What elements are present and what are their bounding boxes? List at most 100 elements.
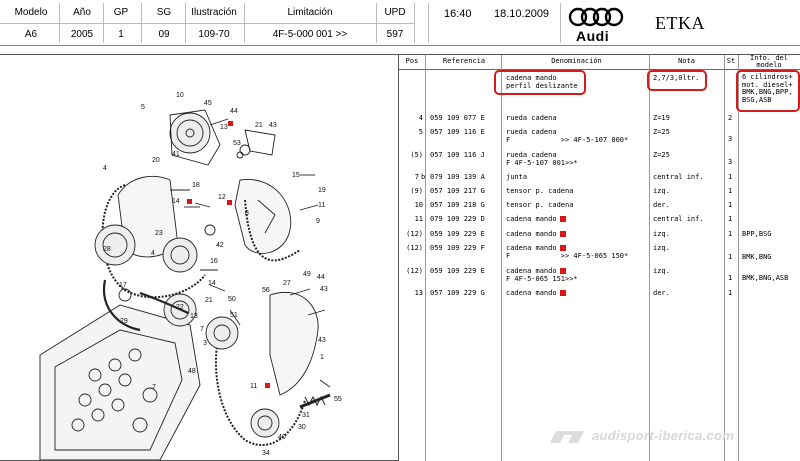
row-referencia[interactable]: 059 109 229 F	[430, 244, 485, 252]
svg-text:1: 1	[320, 354, 324, 361]
svg-text:22: 22	[176, 304, 184, 311]
red-marker	[227, 200, 232, 205]
row-pos: 13	[414, 289, 423, 297]
row-referencia[interactable]: 057 109 229 G	[430, 289, 485, 297]
row-denominacion: cadena mando	[506, 289, 566, 297]
row-denominacion: cadena mando	[506, 230, 566, 238]
red-marker	[559, 290, 566, 296]
value-upd[interactable]: 597	[386, 29, 404, 40]
sprocket-upper	[169, 112, 211, 154]
svg-text:18: 18	[192, 182, 200, 189]
svg-text:4: 4	[103, 165, 107, 172]
header-separator	[244, 3, 245, 43]
row-referencia[interactable]: 057 109 116 E	[430, 128, 485, 136]
row-flag: b	[421, 173, 426, 181]
svg-text:53: 53	[233, 140, 241, 147]
row-denominacion: cadena mando F 4F-5-065 151>>*	[506, 267, 578, 283]
label-modelo: Modelo	[14, 7, 48, 18]
value-ano[interactable]: 2005	[70, 29, 94, 40]
row-denominacion: cadena mando	[506, 215, 566, 223]
row-st: 1	[728, 173, 733, 181]
row-denominacion: tensor p. cadena	[506, 187, 574, 195]
table-header: Pos Referencia Denominación Nota St Info…	[399, 55, 800, 70]
header-divider	[0, 23, 415, 24]
svg-text:13: 13	[220, 124, 228, 131]
row-st: 1	[728, 187, 733, 195]
svg-text:21: 21	[255, 122, 263, 129]
row-referencia[interactable]: 059 109 229 E	[430, 230, 485, 238]
row-nota: Z=25	[653, 128, 670, 136]
svg-text:31: 31	[302, 412, 310, 419]
svg-text:41: 41	[172, 151, 180, 158]
row-st: 1	[728, 253, 733, 261]
row-st: 1	[728, 274, 733, 282]
row-st: 1	[728, 201, 733, 209]
app-title: ETKA	[655, 13, 705, 33]
row-referencia[interactable]: 057 109 218 G	[430, 201, 485, 209]
parts-table[interactable]: Pos Referencia Denominación Nota St Info…	[399, 54, 800, 461]
red-marker	[559, 231, 566, 237]
highlight-box	[647, 70, 707, 91]
audi-rings-logo	[568, 7, 624, 27]
value-gp[interactable]: 1	[118, 29, 124, 40]
row-nota: Z=19	[653, 114, 670, 122]
svg-text:11: 11	[318, 202, 325, 209]
svg-text:29: 29	[120, 318, 128, 325]
parts-illustration[interactable]: 10 45 44 5 13 53 21 43 20 41 4 18 12 15 …	[0, 54, 399, 461]
svg-text:42: 42	[216, 242, 224, 249]
svg-text:56: 56	[262, 287, 270, 294]
row-pos: 10	[414, 201, 423, 209]
watermark-logo-icon	[550, 431, 584, 443]
header-separator	[141, 3, 142, 43]
svg-text:44: 44	[317, 274, 325, 281]
row-pos: 11	[414, 215, 423, 223]
row-referencia[interactable]: 057 109 217 G	[430, 187, 485, 195]
row-nota: central inf.	[653, 215, 704, 223]
svg-text:4: 4	[151, 250, 155, 257]
svg-text:43: 43	[269, 122, 277, 129]
header-separator	[185, 3, 186, 43]
svg-text:14: 14	[172, 198, 180, 205]
row-referencia[interactable]: 079 109 139 A	[430, 173, 485, 181]
row-nota: izq.	[653, 230, 670, 238]
svg-text:27: 27	[283, 280, 291, 287]
row-pos: 7	[414, 173, 419, 181]
svg-text:34: 34	[262, 450, 270, 457]
header-separator	[414, 3, 415, 43]
value-modelo[interactable]: A6	[24, 29, 38, 40]
row-referencia[interactable]: 059 109 229 E	[430, 267, 485, 275]
svg-text:21: 21	[205, 297, 213, 304]
value-sg[interactable]: 09	[158, 29, 170, 40]
svg-text:49: 49	[303, 271, 311, 278]
row-pos: (12)	[406, 267, 423, 275]
watermark-text: audisport-iberica.com	[592, 428, 735, 443]
svg-text:45: 45	[204, 100, 212, 107]
red-marker	[560, 268, 566, 274]
red-marker	[560, 245, 566, 251]
row-nota: izq.	[653, 244, 670, 252]
value-limitacion[interactable]: 4F-5-000 001 >>	[272, 29, 348, 40]
row-pos: 4	[418, 114, 423, 122]
column-divider	[425, 55, 426, 461]
svg-text:44: 44	[230, 108, 238, 115]
row-referencia[interactable]: 079 109 229 D	[430, 215, 485, 223]
label-upd: UPD	[384, 7, 406, 18]
label-ano: Año	[73, 7, 91, 18]
row-st: 1	[728, 289, 733, 297]
row-pos: (12)	[406, 244, 423, 252]
row-nota: Z=25	[653, 151, 670, 159]
svg-text:16: 16	[210, 258, 218, 265]
value-ilustracion[interactable]: 109-70	[198, 29, 230, 40]
row-referencia[interactable]: 057 109 116 J	[430, 151, 485, 159]
svg-text:23: 23	[155, 230, 163, 237]
col-header-info: Info. del modelo	[750, 54, 788, 69]
audi-brand-text: Audi	[576, 28, 610, 44]
header-separator	[59, 3, 60, 43]
row-denominacion: junta	[506, 173, 528, 181]
highlight-box	[494, 70, 586, 95]
row-referencia[interactable]: 059 109 077 E	[430, 114, 485, 122]
svg-text:9: 9	[316, 218, 320, 225]
header-separator	[103, 3, 104, 43]
row-info: BMK,BNG	[742, 253, 772, 261]
svg-text:55: 55	[334, 396, 342, 403]
